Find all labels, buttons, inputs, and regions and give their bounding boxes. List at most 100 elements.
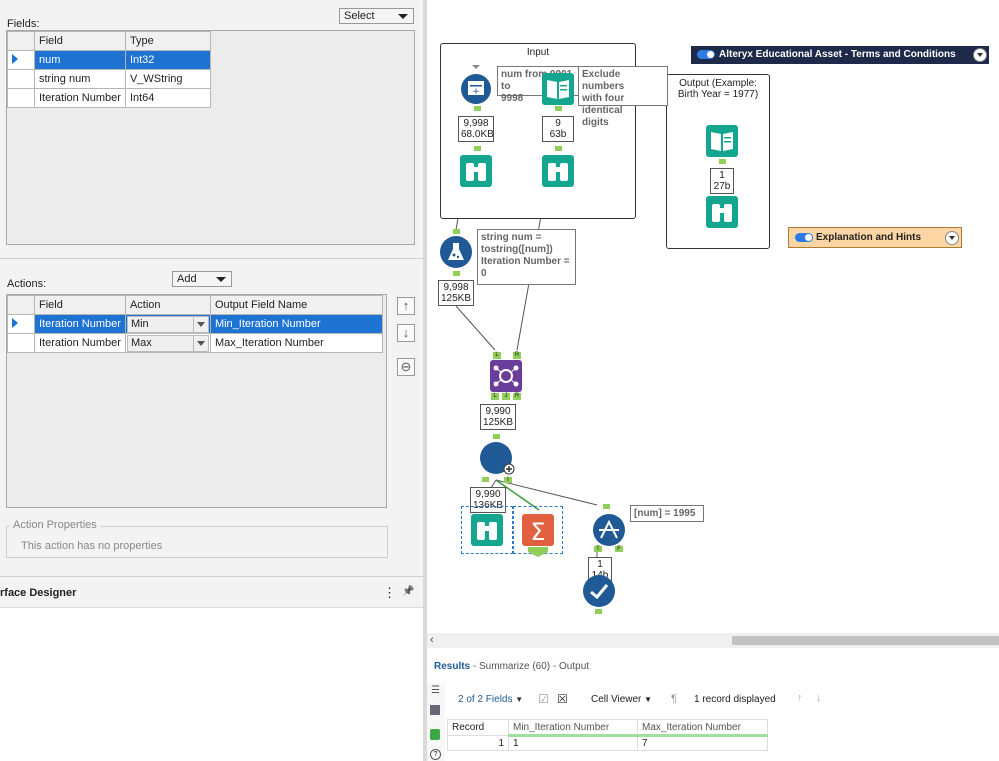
action-select-cell[interactable]: Min (124, 314, 211, 334)
type-cell[interactable]: Int64 (124, 88, 211, 108)
cell-viewer-dropdown[interactable]: Cell Viewer ▼ (591, 694, 652, 705)
text-input-tool[interactable] (542, 73, 574, 105)
type-cell[interactable]: Int32 (124, 50, 211, 70)
output-anchor[interactable] (482, 477, 489, 482)
browse-tool[interactable] (706, 196, 738, 228)
row-selector[interactable] (7, 333, 35, 353)
join-join-output-anchor[interactable]: J (502, 393, 510, 400)
join-left-output-anchor[interactable]: L (491, 393, 499, 400)
output-name-cell[interactable]: Min_Iteration Number (209, 314, 383, 334)
join-tool[interactable] (490, 360, 522, 392)
horizontal-scrollbar[interactable]: ‹ (427, 633, 999, 648)
row-selector[interactable] (7, 50, 35, 70)
join-right-input-anchor[interactable]: R (513, 352, 521, 359)
min-iteration-cell[interactable]: 1 (508, 735, 638, 751)
close-box-icon[interactable]: ☒ (557, 692, 568, 706)
scrollbar-thumb[interactable] (732, 636, 999, 645)
table-row[interactable]: string num V_WString (7, 69, 211, 89)
scroll-left-icon[interactable]: ‹ (430, 634, 434, 646)
help-icon[interactable]: ? (430, 749, 441, 760)
input-anchor[interactable] (453, 229, 460, 234)
filter-false-anchor[interactable]: F (615, 546, 623, 552)
checkbox-icon[interactable]: ☑ (538, 692, 549, 706)
menu-icon[interactable]: ⋮ (383, 585, 396, 600)
browse-tool[interactable] (542, 155, 574, 187)
iteration-output-anchor[interactable]: I (504, 477, 512, 483)
fields-header-type[interactable]: Type (124, 31, 211, 51)
join-right-output-anchor[interactable]: R (513, 393, 521, 400)
toggle-icon[interactable] (795, 233, 813, 242)
chevron-down-icon[interactable] (192, 316, 208, 332)
arrow-down-icon[interactable]: ↓ (816, 692, 822, 704)
edu-asset-container-header[interactable]: Alteryx Educational Asset - Terms and Co… (691, 46, 989, 64)
output-anchor[interactable] (528, 547, 548, 557)
filter-true-anchor[interactable]: T (594, 546, 602, 552)
annotation-filter[interactable]: [num] = 1995 (630, 505, 704, 522)
input-anchor[interactable] (603, 504, 610, 509)
output-anchor[interactable] (555, 106, 562, 111)
chevron-down-icon[interactable] (973, 48, 987, 62)
actions-grid[interactable]: Field Action Output Field Name Iteration… (6, 294, 387, 508)
join-left-input-anchor[interactable]: L (493, 352, 501, 359)
iterative-macro-tool[interactable] (480, 442, 516, 476)
panel-splitter[interactable] (423, 0, 427, 761)
input-anchor[interactable] (555, 146, 562, 151)
min-iteration-header[interactable]: Min_Iteration Number (508, 719, 638, 737)
action-select[interactable]: Min (126, 315, 209, 333)
browse-tool[interactable] (471, 514, 503, 546)
table-row[interactable]: Iteration Number Int64 (7, 88, 211, 108)
fields-header-field[interactable]: Field (34, 31, 126, 51)
remove-button[interactable]: ⊖ (397, 358, 415, 376)
table-row[interactable]: Iteration Number Min Min_Iteration Numbe… (7, 314, 383, 334)
fields-grid[interactable]: Field Type num Int32 string num V_WStrin… (6, 30, 415, 245)
actions-header-action[interactable]: Action (124, 295, 211, 315)
row-selector[interactable] (7, 314, 35, 334)
action-field-cell[interactable]: Iteration Number (34, 314, 126, 334)
workflow-canvas[interactable]: Input Output (Example: Birth Year = 1977… (427, 0, 999, 648)
move-down-button[interactable]: ↓ (397, 324, 415, 342)
macro-output-tool[interactable] (583, 575, 615, 607)
field-cell[interactable]: string num (34, 69, 126, 89)
table-row[interactable]: Iteration Number Max Max_Iteration Numbe… (7, 333, 383, 353)
text-input-tool[interactable] (706, 125, 738, 157)
move-up-button[interactable]: ↑ (397, 297, 415, 315)
input-anchor[interactable] (595, 609, 602, 614)
field-cell[interactable]: Iteration Number (34, 88, 126, 108)
summarize-tool[interactable]: Σ (522, 514, 554, 546)
pilcrow-icon[interactable]: ¶ (671, 693, 677, 705)
formula-tool[interactable] (440, 236, 472, 268)
pin-icon[interactable]: 📌 (402, 586, 415, 597)
table-row[interactable]: 1 1 7 (447, 735, 768, 751)
select-dropdown[interactable]: Select (339, 8, 414, 24)
max-iteration-header[interactable]: Max_Iteration Number (637, 719, 768, 737)
hints-container-header[interactable]: Explanation and Hints (788, 227, 962, 248)
row-selector[interactable] (7, 88, 35, 108)
output-name-cell[interactable]: Max_Iteration Number (209, 333, 383, 353)
toggle-icon[interactable] (697, 50, 715, 59)
annotation-formula[interactable]: string num = tostring([num]) Iteration N… (477, 229, 576, 285)
output-anchor[interactable] (474, 106, 481, 111)
list-icon[interactable]: ☰ (431, 685, 440, 696)
type-cell[interactable]: V_WString (124, 69, 211, 89)
max-iteration-cell[interactable]: 7 (637, 735, 768, 751)
add-dropdown[interactable]: Add (172, 271, 232, 287)
input-anchor[interactable] (474, 146, 481, 151)
output-anchor[interactable] (719, 159, 726, 164)
browse-tool[interactable] (460, 155, 492, 187)
metadata-icon[interactable] (430, 705, 440, 715)
actions-header-output[interactable]: Output Field Name (209, 295, 383, 315)
annotation-exclude[interactable]: Exclude numbers with four identical digi… (578, 66, 668, 128)
action-select[interactable]: Max (126, 334, 209, 352)
action-select-cell[interactable]: Max (124, 333, 211, 353)
filter-tool[interactable] (593, 514, 625, 546)
record-cell[interactable]: 1 (447, 735, 509, 751)
chevron-down-icon[interactable] (192, 335, 208, 351)
table-row[interactable]: num Int32 (7, 50, 211, 70)
record-header[interactable]: Record (447, 719, 509, 736)
input-anchor[interactable] (493, 434, 500, 439)
field-cell[interactable]: num (34, 50, 126, 70)
data-icon[interactable] (430, 729, 440, 740)
action-field-cell[interactable]: Iteration Number (34, 333, 126, 353)
row-selector[interactable] (7, 69, 35, 89)
fields-selector[interactable]: 2 of 2 Fields ▼ (458, 694, 523, 705)
